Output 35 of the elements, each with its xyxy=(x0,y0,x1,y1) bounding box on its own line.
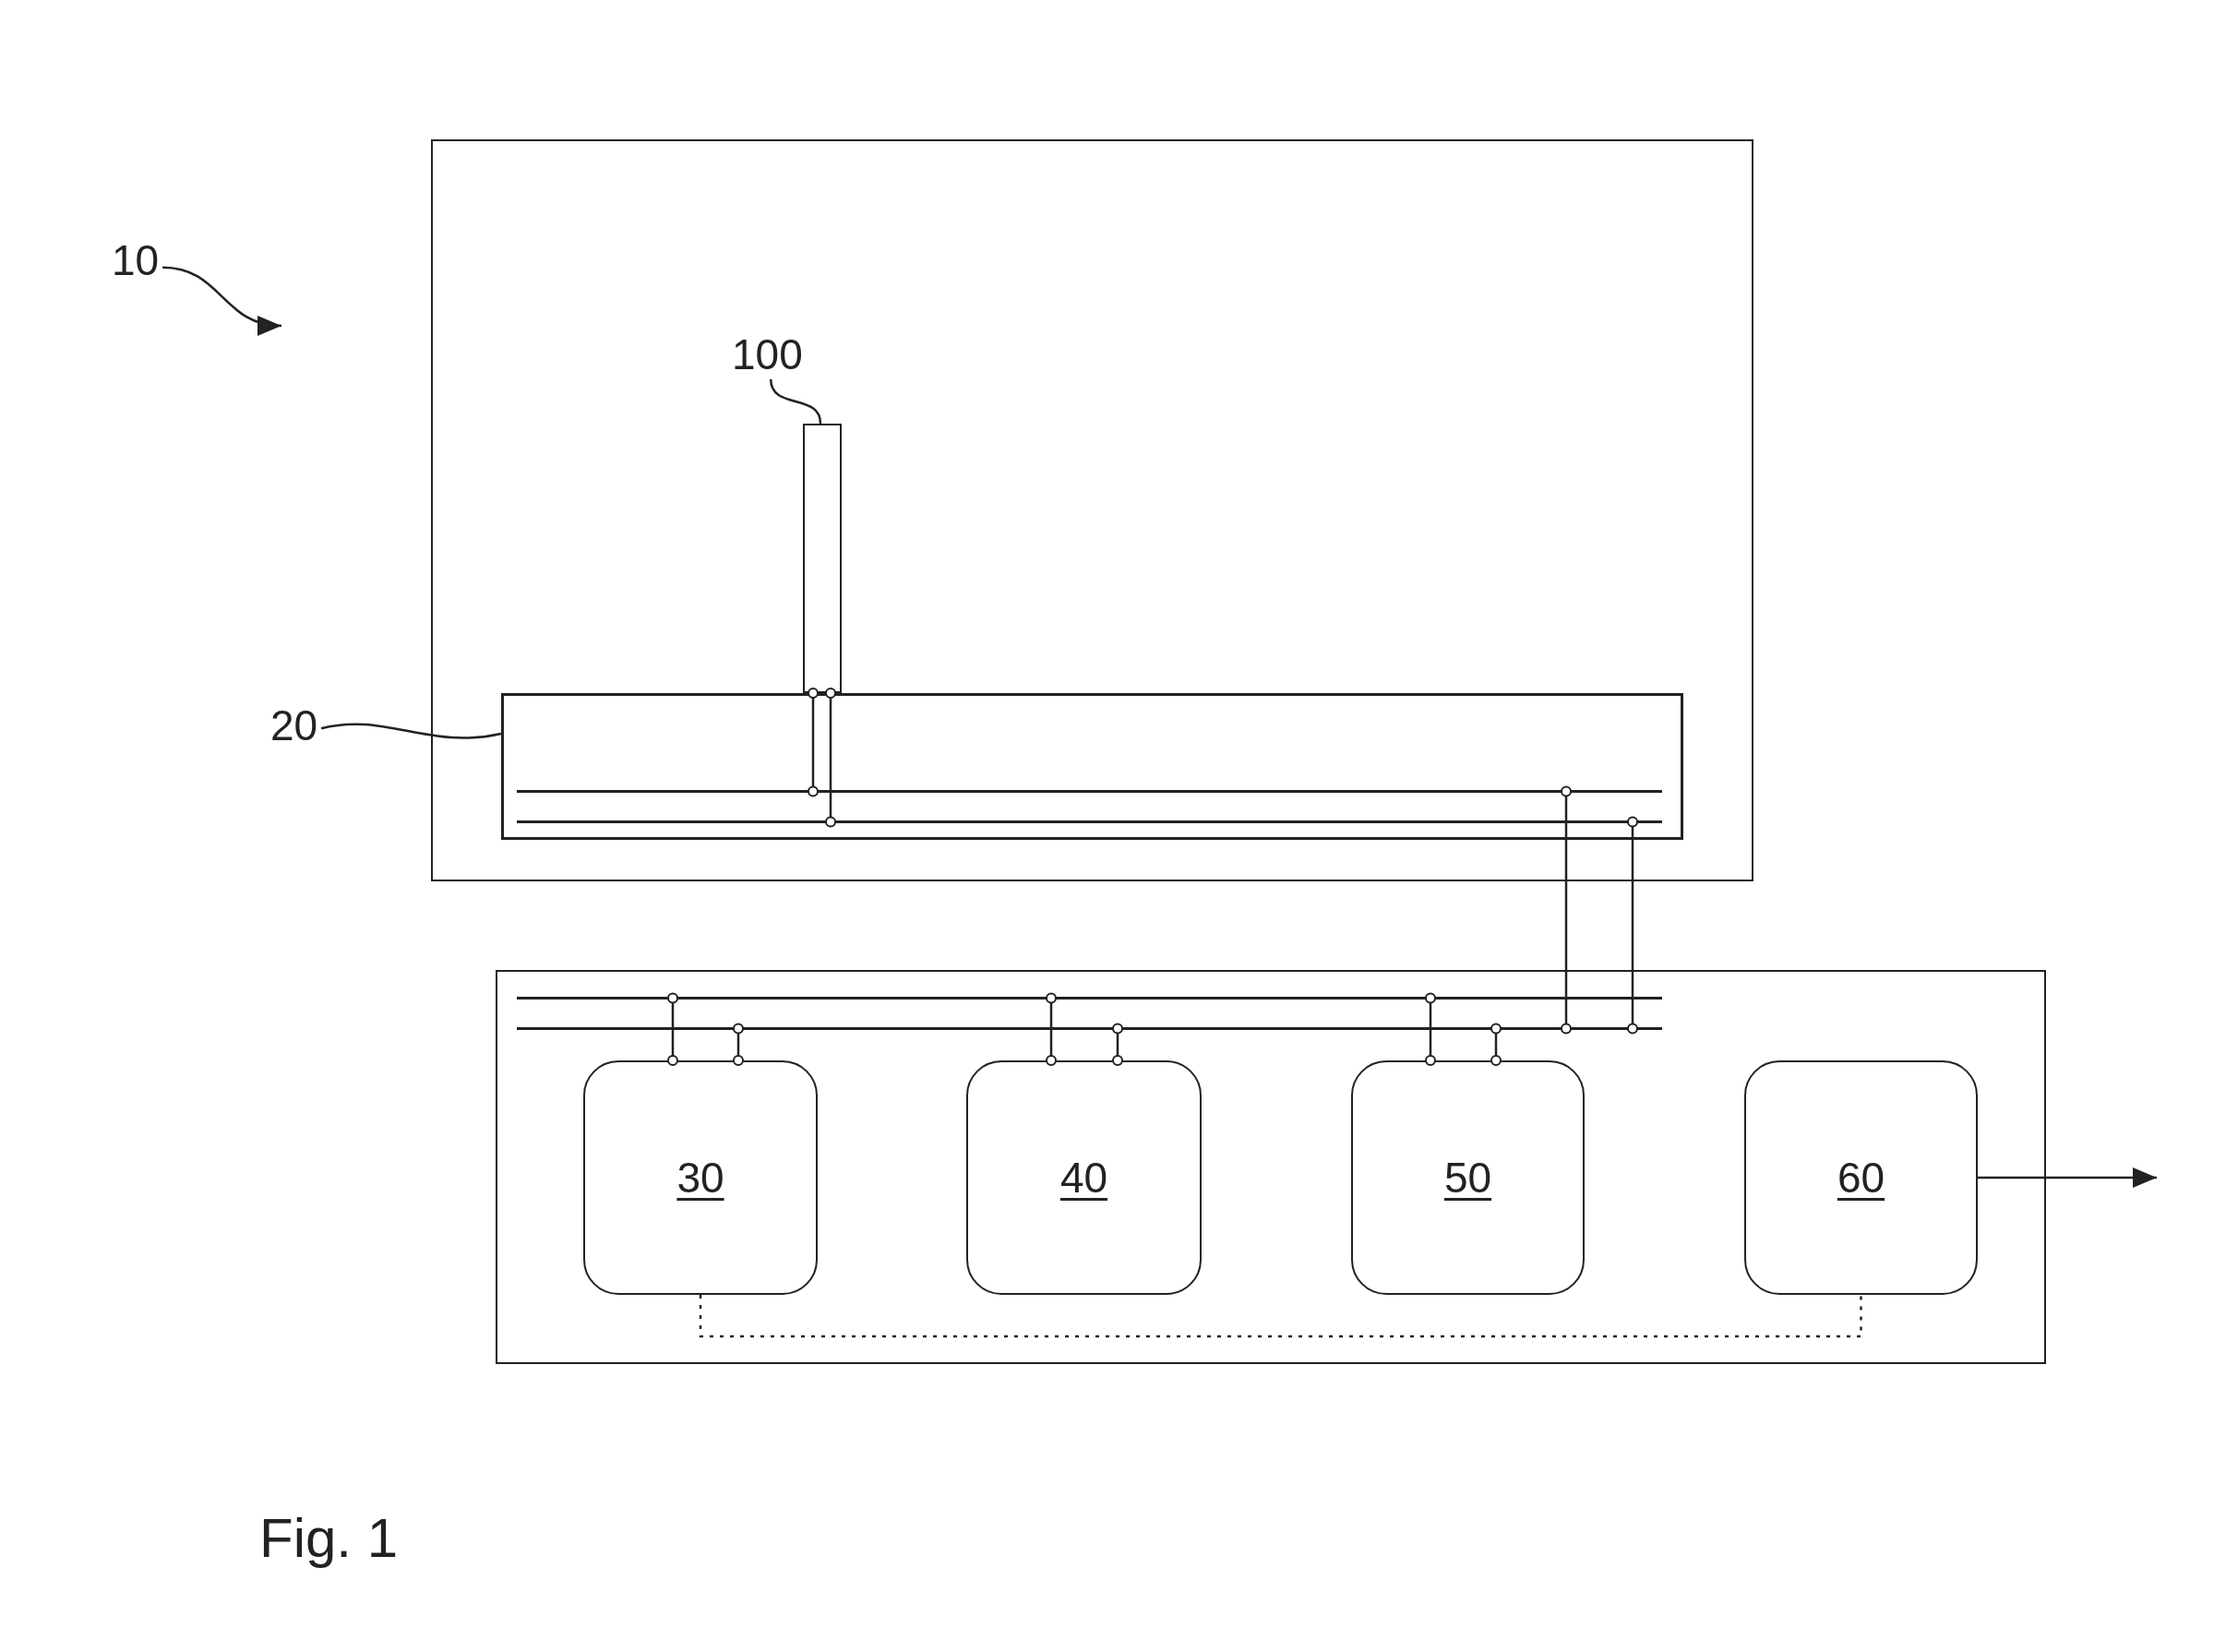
bus-connection xyxy=(1561,785,1572,1035)
reference-numeral: 20 xyxy=(270,704,318,747)
bus-panel xyxy=(501,693,1683,840)
module-box xyxy=(1744,1060,1978,1295)
bus-line xyxy=(517,790,1662,793)
reference-numeral: 30 xyxy=(676,1156,724,1199)
output-arrow xyxy=(1978,1167,2157,1188)
narrow-bar xyxy=(803,424,842,693)
bus-connection xyxy=(1046,992,1057,1066)
reference-numeral: 40 xyxy=(1059,1156,1108,1199)
bus-connection xyxy=(825,688,836,828)
reference-numeral: 50 xyxy=(1443,1156,1492,1199)
figure-caption: Fig. 1 xyxy=(259,1511,399,1566)
bus-connection xyxy=(808,688,819,797)
leader-arrow xyxy=(162,266,282,334)
dotted-connection xyxy=(699,1295,1862,1338)
bus-connection xyxy=(733,1023,744,1066)
leader-line xyxy=(320,723,502,739)
bus-line xyxy=(517,1027,1662,1030)
bus-line xyxy=(517,997,1662,1000)
bus-connection xyxy=(1627,816,1638,1035)
bus-connection xyxy=(1490,1023,1502,1066)
bus-connection xyxy=(667,992,678,1066)
leader-line xyxy=(769,378,822,425)
module-box xyxy=(966,1060,1202,1295)
reference-numeral: 10 xyxy=(112,239,160,281)
reference-numeral: 100 xyxy=(732,333,803,376)
bus-connection xyxy=(1425,992,1436,1066)
reference-numeral: 60 xyxy=(1837,1156,1885,1199)
bus-connection xyxy=(1112,1023,1123,1066)
module-box xyxy=(583,1060,818,1295)
device-frame xyxy=(431,139,1753,881)
module-box xyxy=(1351,1060,1585,1295)
bus-line xyxy=(517,820,1662,823)
unit-frame xyxy=(496,970,2046,1364)
